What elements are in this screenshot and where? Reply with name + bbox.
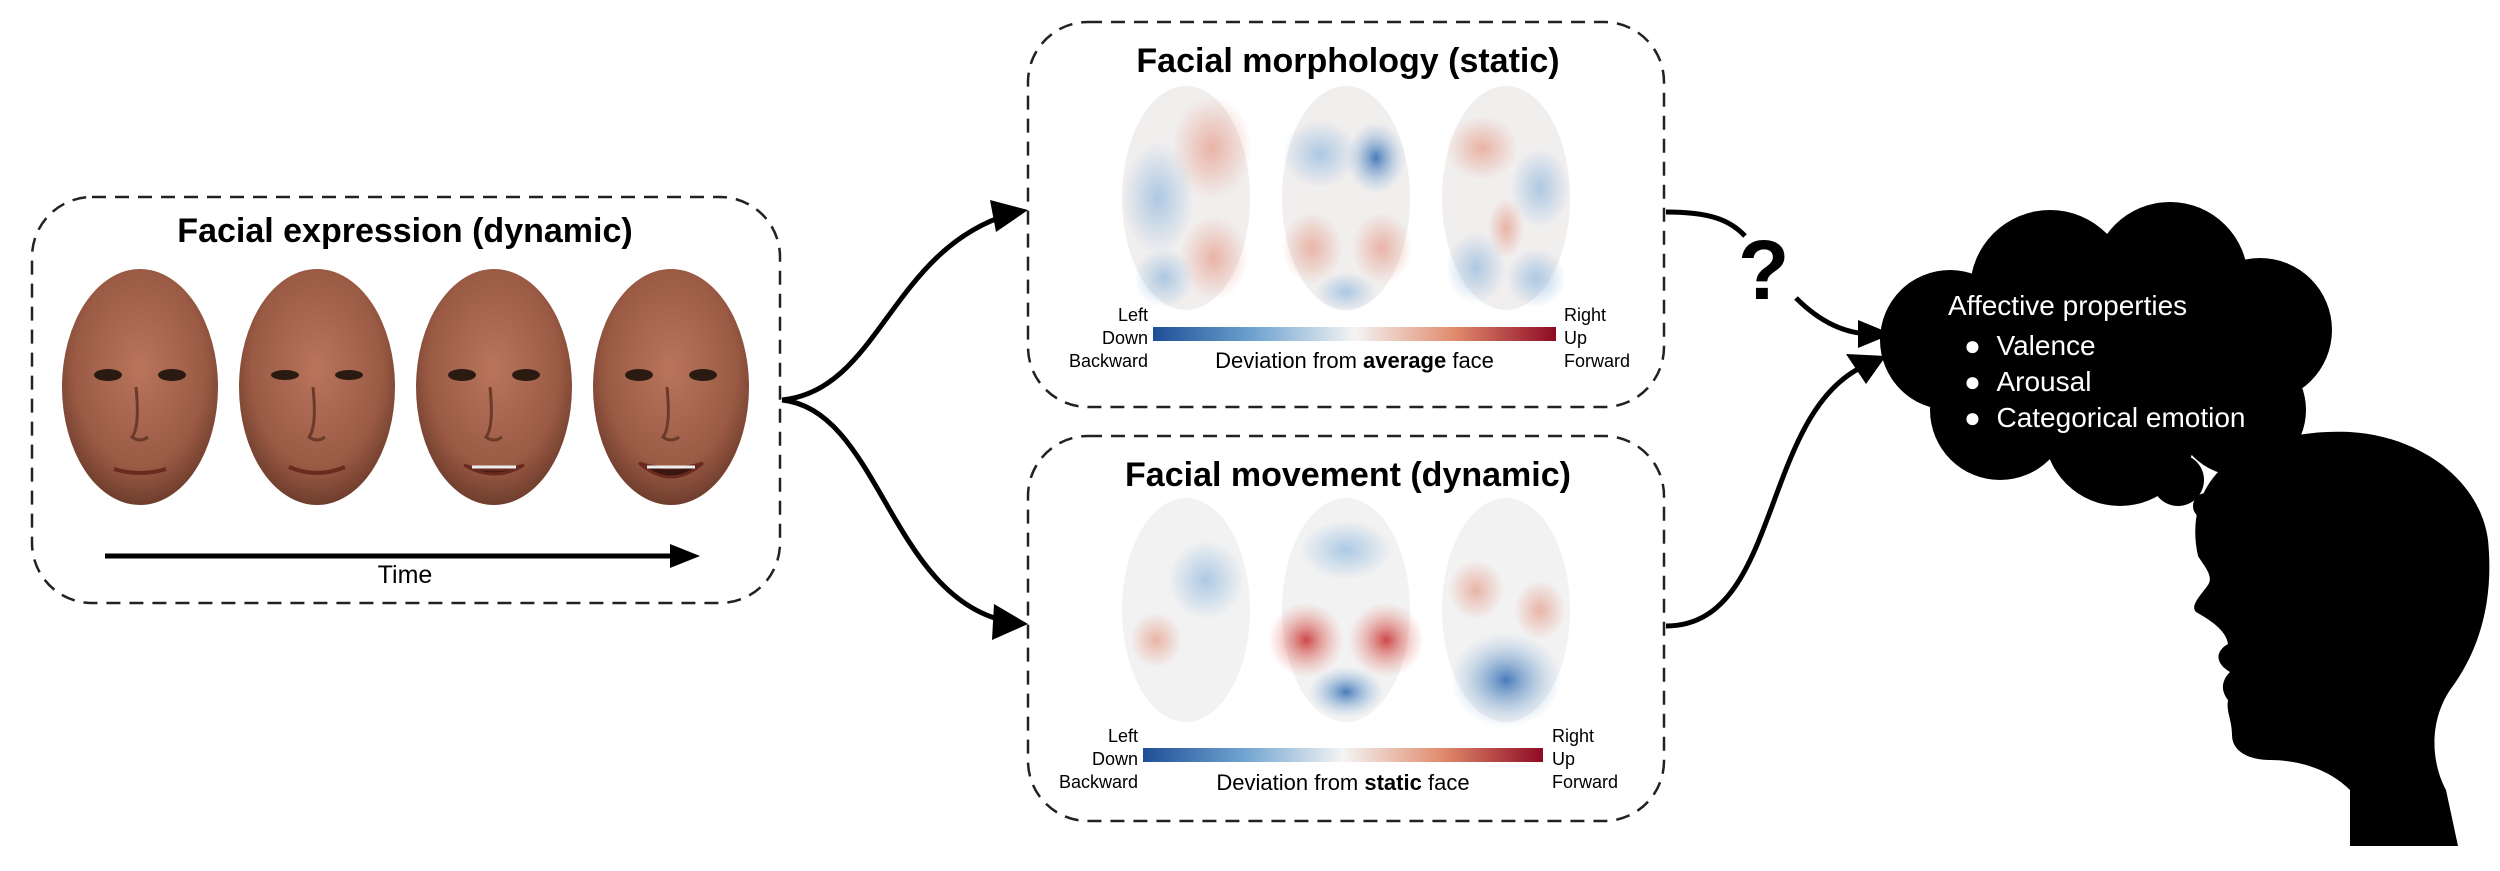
- thought-item-valence-label: Valence: [1996, 330, 2096, 361]
- movement-scale-right-2: Up: [1552, 749, 1576, 769]
- arrow-to-morphology: [781, 211, 1012, 403]
- movement-caption-bold: static: [1364, 770, 1422, 795]
- expression-face-4: [593, 269, 749, 505]
- morphology-caption: Deviation from average face: [1153, 348, 1556, 374]
- expression-face-3: [416, 269, 572, 505]
- question-mark: ?: [1738, 223, 1790, 317]
- expression-panel: [30, 195, 782, 605]
- morphology-face-2: [1282, 86, 1412, 312]
- arrow-movement-out-head: [1846, 354, 1886, 384]
- arrow-to-movement-head: [992, 604, 1028, 640]
- expression-face-1: [62, 269, 218, 505]
- movement-face-1: [1122, 498, 1250, 722]
- time-arrow-head: [670, 544, 700, 568]
- thought-title: Affective properties: [1948, 290, 2188, 321]
- movement-scale-left-1: Left: [1107, 726, 1138, 746]
- morphology-panel: [1026, 20, 1666, 409]
- expression-panel-title: Facial expression (dynamic): [177, 212, 633, 250]
- morphology-colorbar: [1153, 327, 1556, 341]
- morphology-face-1: [1122, 86, 1252, 310]
- movement-face-3: [1442, 498, 1570, 728]
- head-silhouette-icon: [2194, 431, 2490, 846]
- thought-list: ● Valence ● Arousal ● Categorical emotio…: [1964, 330, 2246, 434]
- arrow-movement-out: [1665, 365, 1862, 629]
- arrow-to-movement: [781, 397, 1011, 625]
- arrow-morphology-out-1: [1665, 209, 1747, 238]
- morphology-scale-right-1: Right: [1564, 305, 1607, 325]
- movement-panel-title: Facial movement (dynamic): [1125, 456, 1571, 494]
- movement-scale-left-2: Down: [1091, 749, 1138, 769]
- movement-caption: Deviation from static face: [1143, 770, 1543, 796]
- morphology-caption-prefix: Deviation from: [1215, 348, 1364, 373]
- movement-caption-prefix: Deviation from: [1216, 770, 1365, 795]
- morphology-scale-right-3: Forward: [1564, 351, 1631, 371]
- morphology-scale-left: Left Down Backward: [1040, 304, 1148, 373]
- expression-face-2: [239, 269, 395, 505]
- morphology-scale-right-2: Up: [1564, 328, 1588, 348]
- movement-colorbar: [1143, 748, 1543, 762]
- morphology-scale-left-3: Backward: [1068, 351, 1148, 371]
- movement-scale-left-3: Backward: [1058, 772, 1138, 792]
- morphology-caption-bold: average: [1363, 348, 1447, 373]
- thought-bubble: [1880, 202, 2332, 519]
- arrow-to-morphology-head: [990, 200, 1028, 232]
- thought-item-arousal: ● Arousal: [1964, 366, 2092, 397]
- thought-item-categorical-label: Categorical emotion: [1996, 402, 2246, 433]
- morphology-caption-suffix: face: [1446, 348, 1494, 373]
- thought-item-valence: ● Valence: [1964, 330, 2096, 361]
- morphology-scale-left-2: Down: [1101, 328, 1148, 348]
- time-label: Time: [377, 561, 433, 589]
- thought-item-categorical: ● Categorical emotion: [1964, 402, 2246, 433]
- morphology-scale-right: Right Up Forward: [1564, 304, 1654, 373]
- movement-scale-right-3: Forward: [1552, 772, 1619, 792]
- morphology-scale-left-1: Left: [1117, 305, 1148, 325]
- arrow-morphology-out-head: [1858, 320, 1892, 348]
- movement-face-2: [1268, 498, 1424, 722]
- movement-scale-left: Left Down Backward: [1030, 725, 1138, 794]
- thought-item-arousal-label: Arousal: [1996, 366, 2092, 397]
- movement-scale-right-1: Right: [1552, 726, 1595, 746]
- morphology-face-3: [1442, 86, 1570, 310]
- movement-scale-right: Right Up Forward: [1552, 725, 1642, 794]
- movement-panel: [1026, 434, 1666, 823]
- movement-caption-suffix: face: [1421, 770, 1470, 795]
- morphology-panel-title: Facial morphology (static): [1136, 42, 1560, 80]
